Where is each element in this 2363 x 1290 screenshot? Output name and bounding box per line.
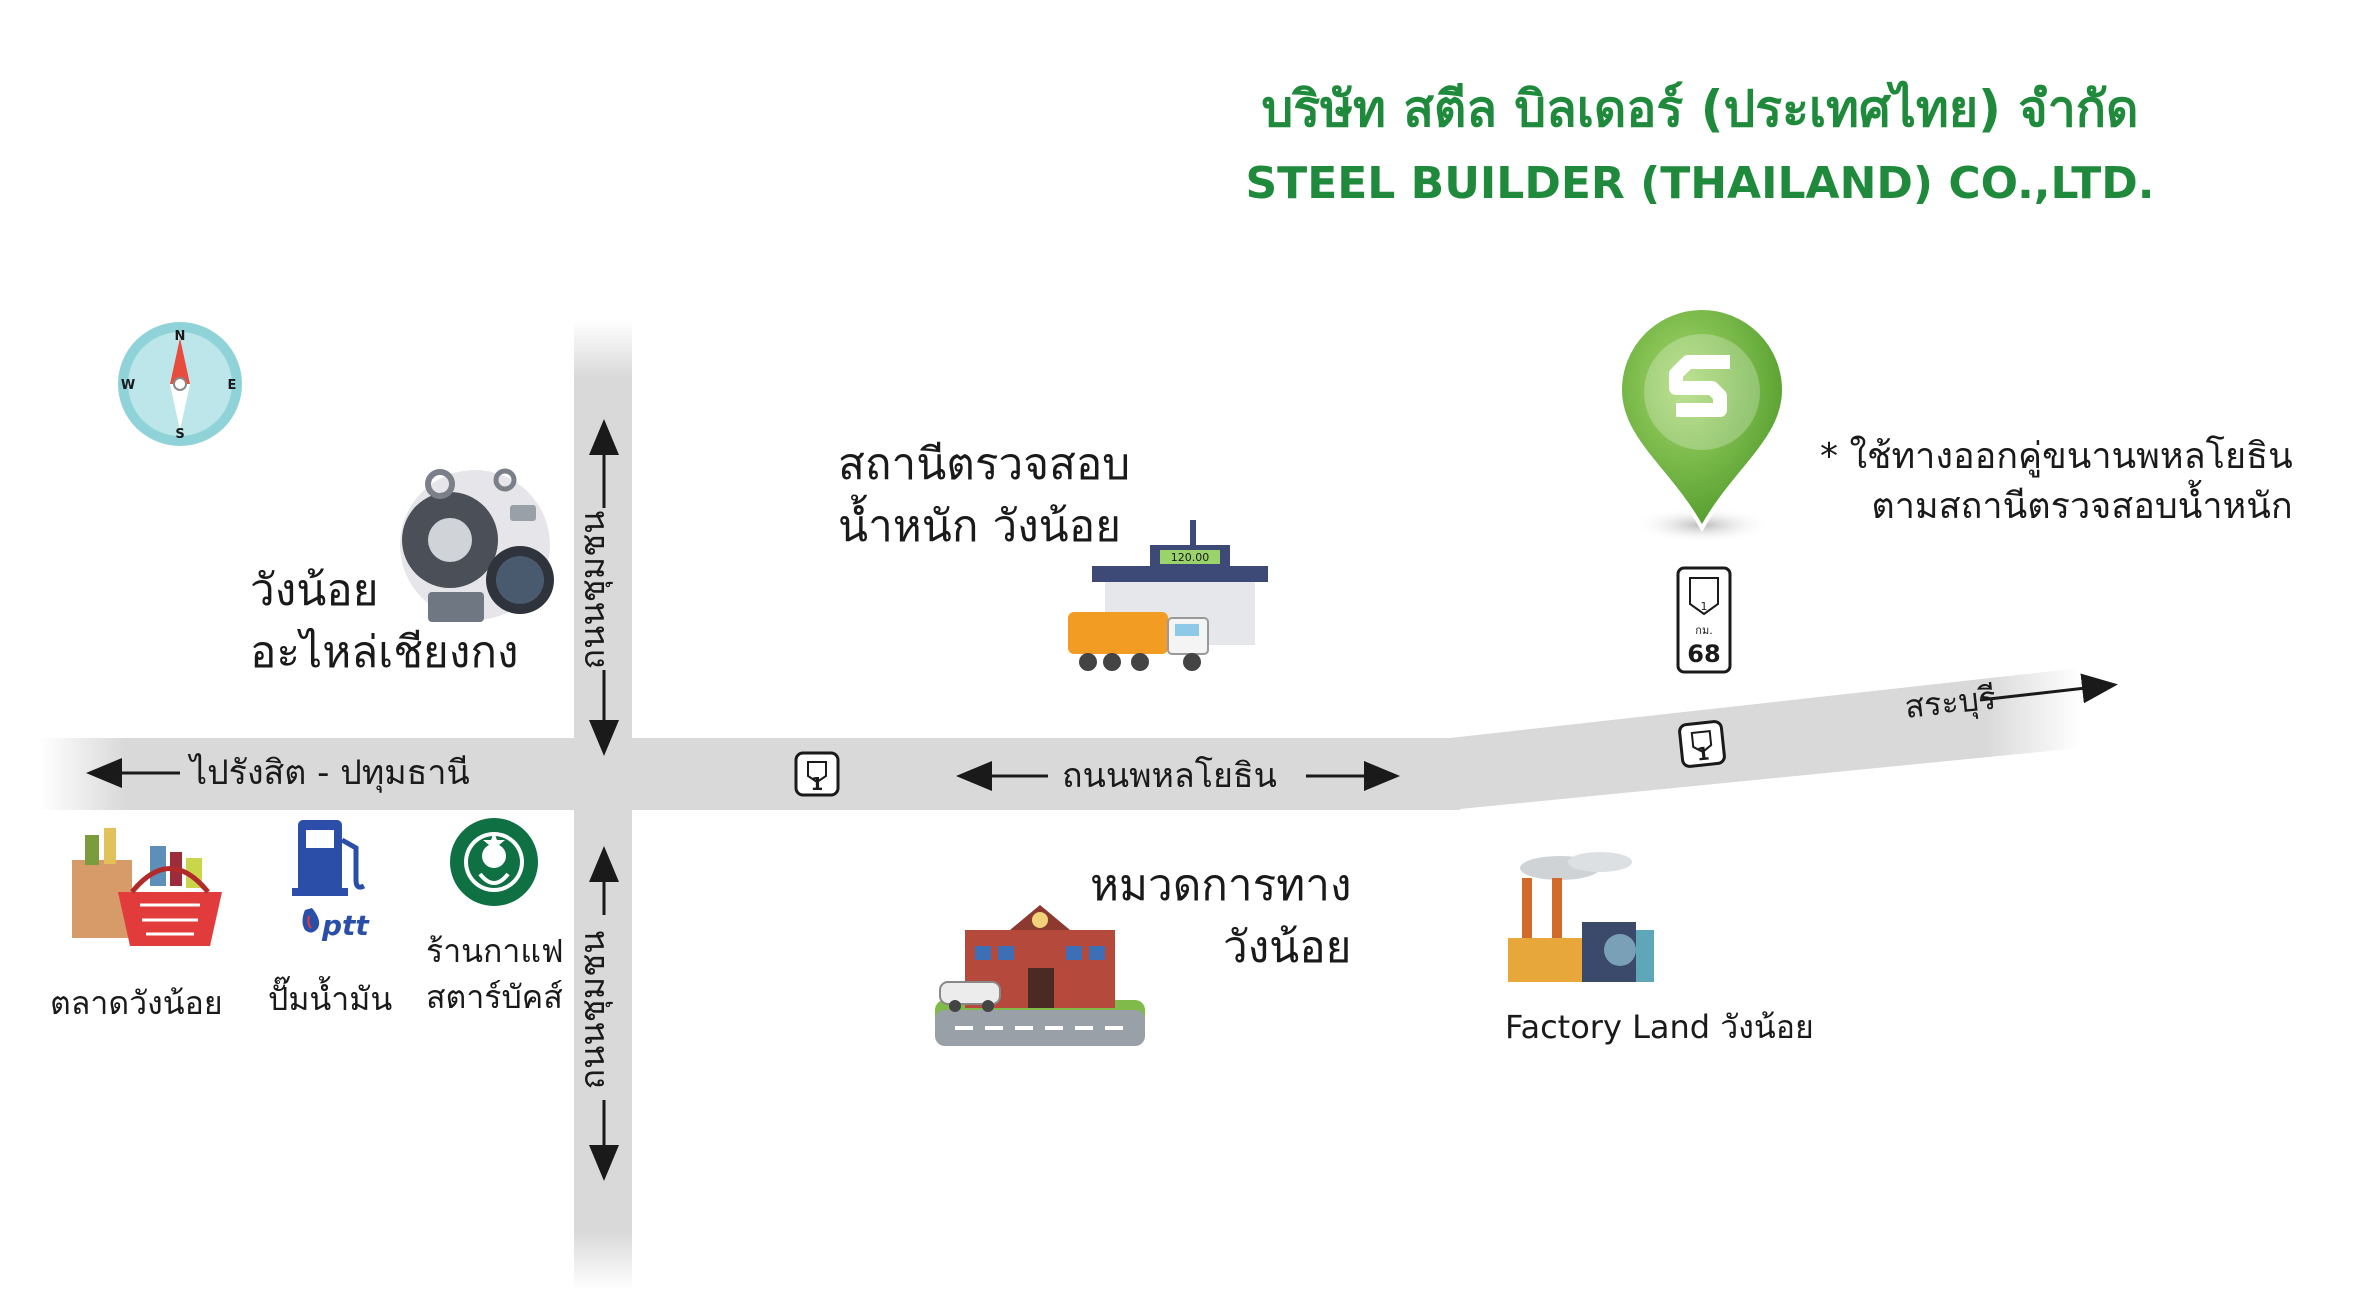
highway-department-building-icon <box>935 905 1145 1046</box>
weigh-station-label: สถานีตรวจสอบ น้ำหนัก วังน้อย <box>838 434 1130 558</box>
weigh-display: 120.00 <box>1171 551 1210 564</box>
weigh-station-line-2: น้ำหนัก วังน้อย <box>838 501 1121 552</box>
road-label-phahonyothin: ถนนพหลโยธิน <box>1062 756 1277 796</box>
compass-icon: N S E W <box>118 322 242 446</box>
ptt-logo: ptt <box>302 908 370 942</box>
spare-parts-line-1: วังน้อย <box>250 565 379 616</box>
highway-department-label: หมวดการทาง วังน้อย <box>1090 855 1351 979</box>
company-name-thai: บริษัท สตีล บิลเดอร์ (ประเทศไทย) จำกัด <box>1261 80 2139 138</box>
company-name-english: STEEL BUILDER (THAILAND) CO.,LTD. <box>1245 158 2155 209</box>
km-route-number: 1 <box>1701 600 1708 613</box>
starbucks-label: ร้านกาแฟ สตาร์บัคส์ <box>426 928 564 1020</box>
starbucks-line-1: ร้านกาแฟ <box>426 932 564 970</box>
gas-station-label: ปั๊มน้ำมัน <box>268 980 393 1018</box>
starbucks-logo-icon <box>450 818 538 906</box>
spare-parts-icon <box>400 468 554 622</box>
km-value: 68 <box>1687 640 1720 668</box>
spare-parts-label: วังน้อย อะไหล่เชียงกง <box>250 560 518 684</box>
exit-note-line-1: * ใช้ทางออกคู่ขนานพหลโยธิน <box>1820 436 2293 477</box>
vertical-road-label-lower: ถนนชุมชน <box>573 931 613 1090</box>
market-basket-icon <box>72 828 222 946</box>
starbucks-line-2: สตาร์บัคส์ <box>426 978 563 1016</box>
saraburi-road <box>1450 668 2080 810</box>
weigh-station-icon: 120.00 <box>1068 520 1268 671</box>
route-number: 1 <box>811 774 824 795</box>
km-marker-icon: 1 กม. 68 <box>1676 566 1732 674</box>
route-shield-icon: 1 <box>794 751 840 797</box>
compass-s: S <box>175 427 184 442</box>
route-shield-saraburi-icon: 1 <box>1678 720 1726 768</box>
route-number-saraburi: 1 <box>1696 743 1711 765</box>
factory-icon <box>1508 852 1654 982</box>
company-location-pin-icon <box>1617 306 1787 543</box>
compass-w: W <box>121 378 135 393</box>
vertical-road-label-upper: ถนนชุมชน <box>573 511 613 670</box>
highway-department-line-2: วังน้อย <box>1222 922 1352 973</box>
spare-parts-line-2: อะไหล่เชียงกง <box>250 627 519 678</box>
weigh-station-line-1: สถานีตรวจสอบ <box>838 439 1131 490</box>
compass-e: E <box>228 378 237 393</box>
exit-note-line-2: ตามสถานีตรวจสอบน้ำหนัก <box>1871 486 2293 527</box>
compass-n: N <box>175 329 186 344</box>
factory-land-label: Factory Land วังน้อย <box>1505 1008 1814 1046</box>
exit-note: * ใช้ทางออกคู่ขนานพหลโยธิน ตามสถานีตรวจส… <box>1820 432 2293 532</box>
road-label-to-rangsit: ไปรังสิต - ปทุมธานี <box>187 753 470 793</box>
market-label: ตลาดวังน้อย <box>50 984 223 1022</box>
arrow-saraburi <box>1979 673 2118 704</box>
gas-pump-icon <box>292 820 366 896</box>
ptt-logo-text: ptt <box>321 909 370 942</box>
km-label: กม. <box>1695 624 1712 637</box>
horizontal-road <box>40 738 1460 810</box>
highway-department-line-1: หมวดการทาง <box>1090 860 1352 911</box>
